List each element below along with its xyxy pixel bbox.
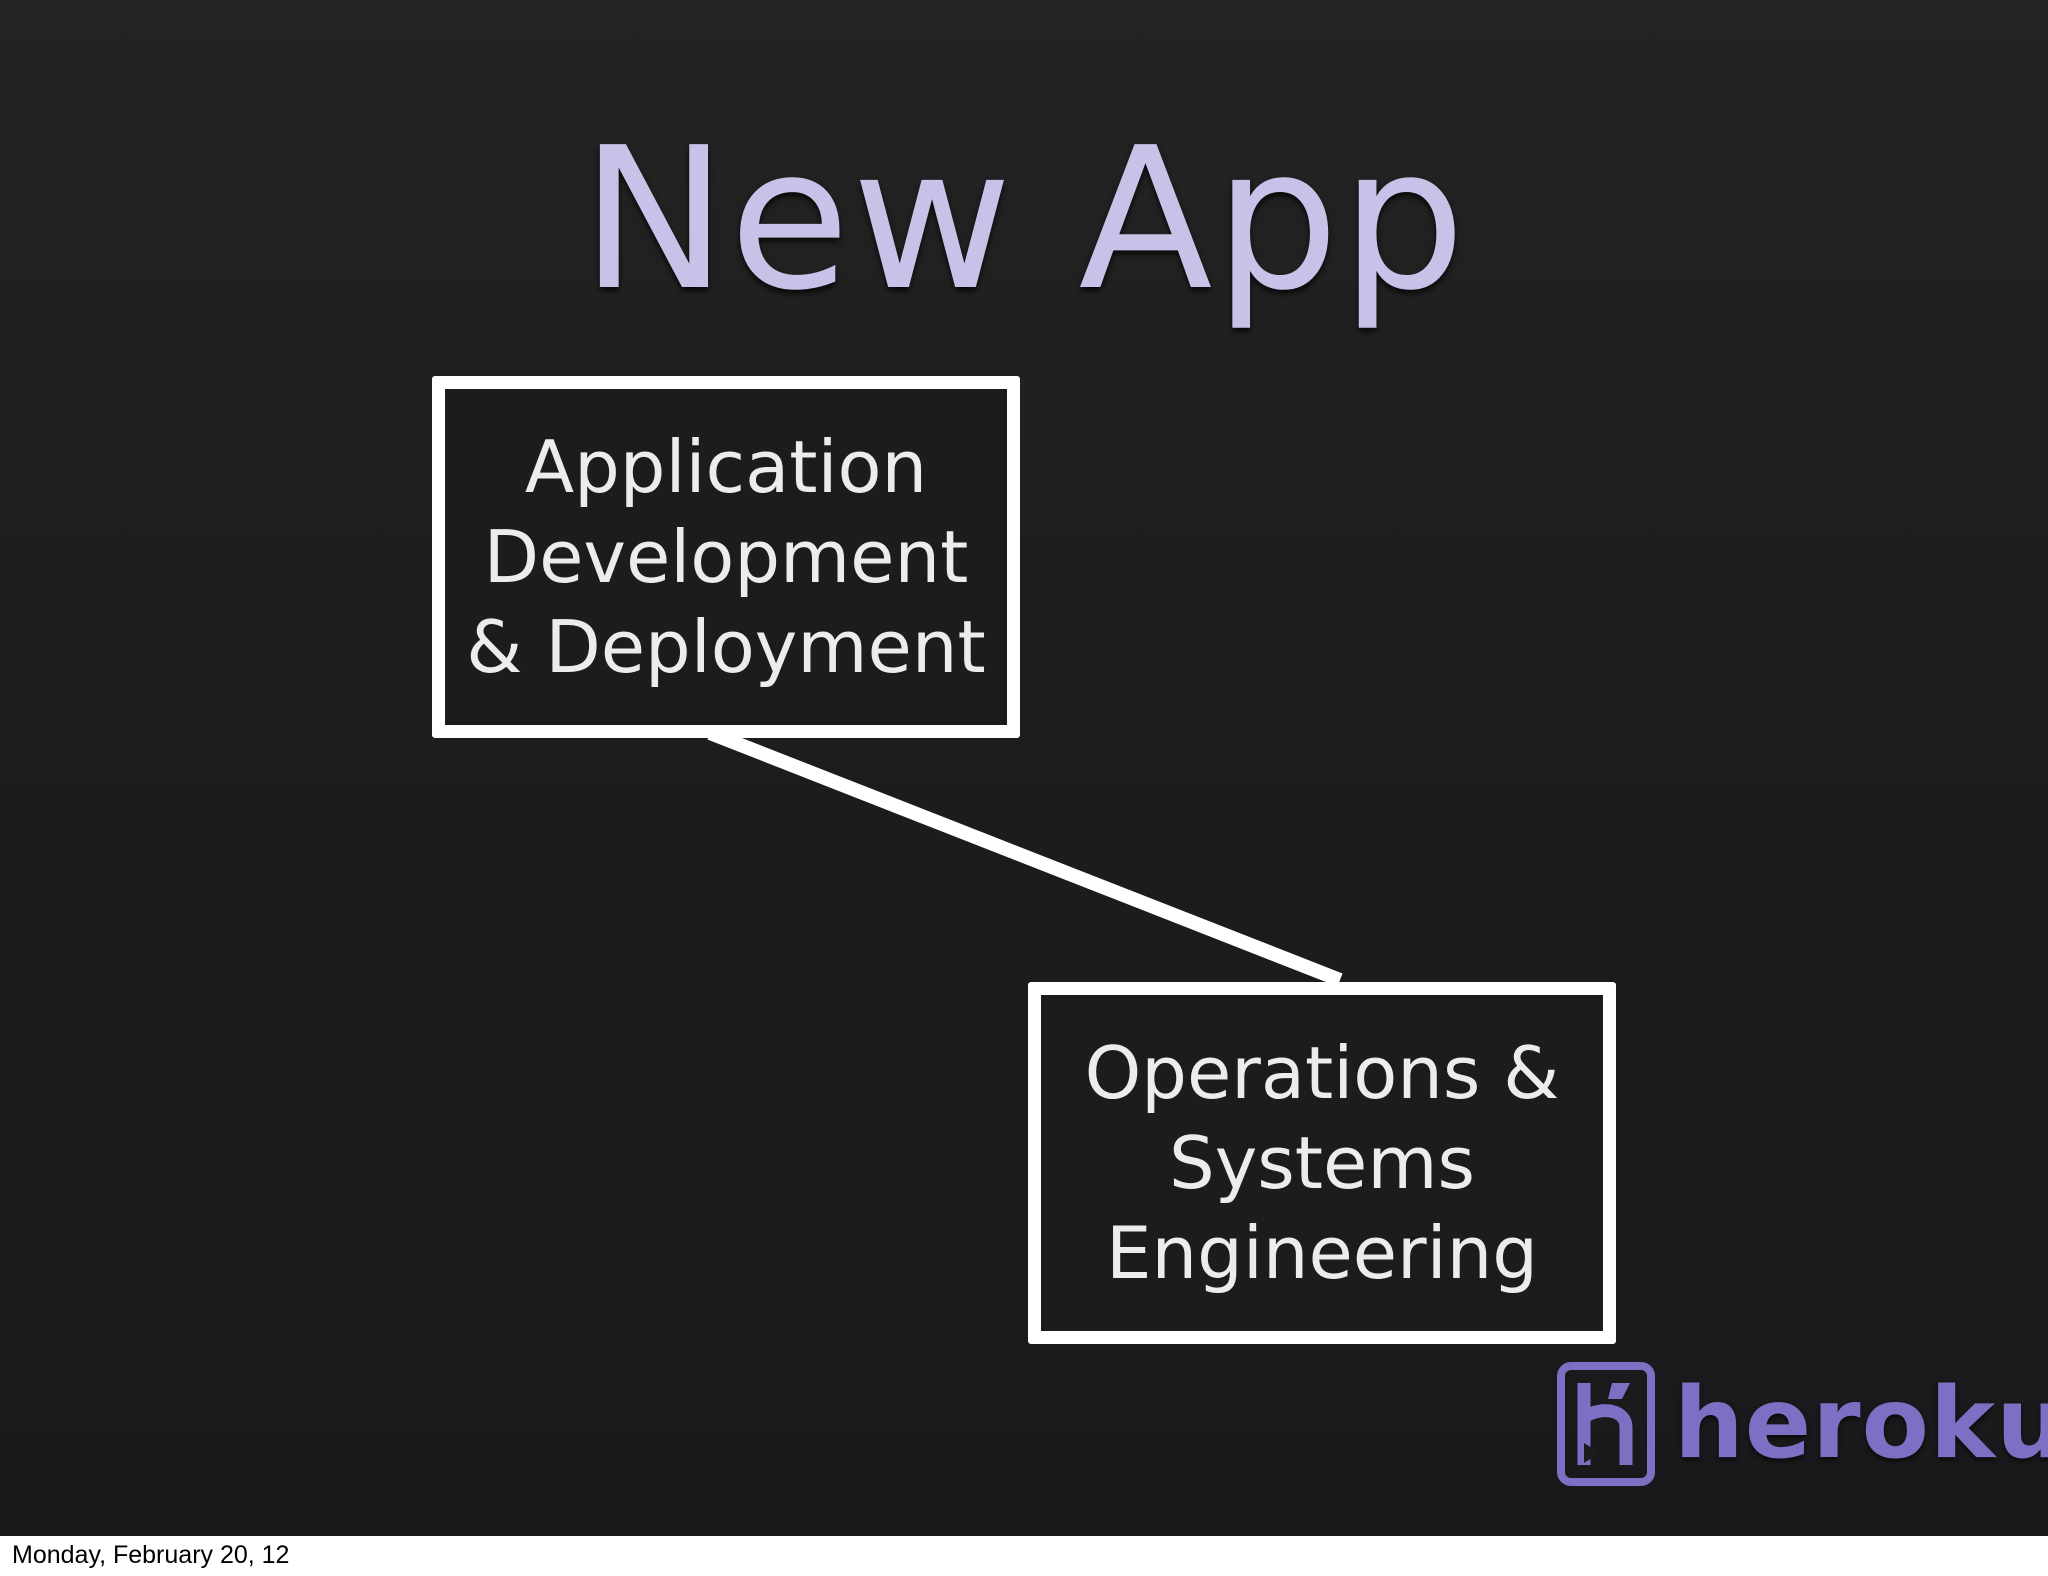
heroku-logo: heroku bbox=[1556, 1358, 2048, 1490]
heroku-wordmark: heroku bbox=[1674, 1367, 2048, 1481]
footer-date: Monday, February 20, 12 bbox=[12, 1541, 290, 1569]
node-label: Application Development & Deployment bbox=[466, 425, 986, 689]
slide-title: New App bbox=[580, 106, 1468, 334]
slide: New App Application Development & Deploy… bbox=[0, 0, 2048, 1536]
node-operations-engineering: Operations & Systems Engineering bbox=[1028, 982, 1616, 1344]
heroku-h-icon bbox=[1557, 1362, 1655, 1486]
edge-app-to-ops bbox=[707, 726, 1343, 987]
node-application-development: Application Development & Deployment bbox=[432, 376, 1020, 738]
node-label: Operations & Systems Engineering bbox=[1084, 1031, 1560, 1295]
diagram-connector bbox=[0, 0, 2048, 1536]
